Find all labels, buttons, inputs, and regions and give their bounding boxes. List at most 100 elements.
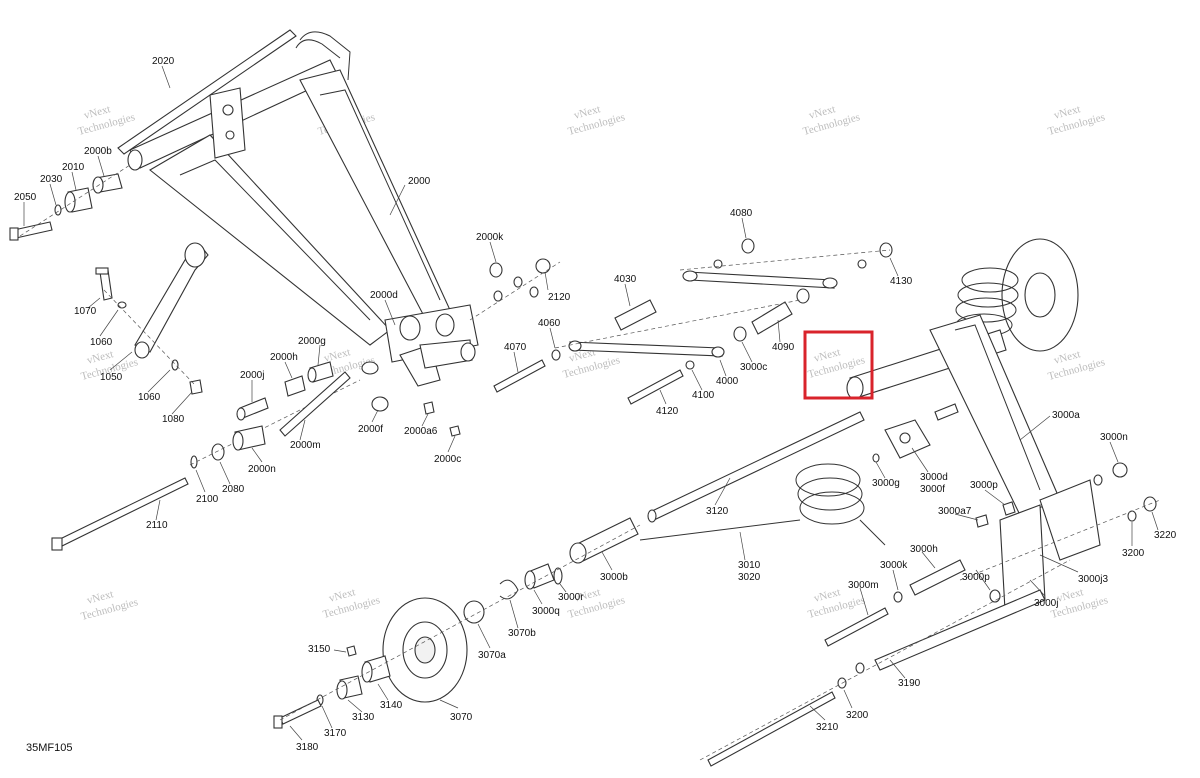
label-3070a: 3070a <box>478 650 506 661</box>
label-4120: 4120 <box>656 406 679 417</box>
label-3180: 3180 <box>296 742 319 753</box>
leader <box>333 649 347 653</box>
leader <box>892 569 899 591</box>
label-1060: 1060 <box>90 337 113 348</box>
label-2000b: 2000b <box>84 146 112 157</box>
label-2000f: 2000f <box>358 424 383 435</box>
leader <box>389 184 406 216</box>
leader <box>624 283 631 307</box>
lower-right-hardware <box>699 559 1071 767</box>
leader <box>299 419 306 441</box>
leader <box>544 271 549 291</box>
leader <box>421 413 429 427</box>
fitting-3000p <box>989 589 1001 603</box>
label-3000f: 3000f <box>920 484 945 495</box>
label-4000: 4000 <box>716 376 739 387</box>
label-2120: 2120 <box>548 292 571 303</box>
washer-4060 <box>551 349 561 361</box>
leader <box>984 489 1006 506</box>
leader <box>777 319 781 343</box>
bolt-2050 <box>13 221 53 239</box>
arm-bracket <box>209 87 246 159</box>
leader <box>509 599 519 629</box>
axis-line <box>19 164 131 237</box>
washer <box>529 286 539 298</box>
label-4060: 4060 <box>538 318 561 329</box>
spacer-end <box>361 661 373 683</box>
lower-link-bushing <box>460 342 476 362</box>
leader <box>477 623 491 649</box>
bolt-head <box>95 267 109 275</box>
label-2000n: 2000n <box>248 464 276 475</box>
axis-line <box>679 249 891 271</box>
label-2000d: 2000d <box>370 290 398 301</box>
bushing-2000h <box>284 375 306 397</box>
label-3140: 3140 <box>380 700 403 711</box>
watermark: vNext Technologies <box>77 103 137 138</box>
watermark: vNext Technologies <box>80 588 140 623</box>
rod-group-4000 <box>493 238 893 405</box>
leader <box>1109 441 1119 463</box>
spacer-end <box>336 680 348 700</box>
leader <box>533 589 543 605</box>
leader <box>1151 511 1159 531</box>
label-2000j: 2000j <box>240 370 264 381</box>
leader <box>97 155 105 177</box>
leader <box>719 359 727 377</box>
label-3010: 3010 <box>738 560 761 571</box>
leader <box>251 447 263 463</box>
axis-line <box>189 379 361 466</box>
spring-arm <box>639 519 801 541</box>
leader <box>513 351 519 373</box>
leader <box>659 389 667 405</box>
leader-lines <box>23 65 1159 741</box>
axis-line <box>469 261 561 321</box>
label-4090: 4090 <box>772 342 795 353</box>
spring-coil <box>797 477 863 511</box>
front-arm-assembly <box>117 29 479 387</box>
leader <box>714 477 731 506</box>
bushing-end <box>92 176 104 194</box>
leader <box>347 699 363 713</box>
washer-3000k <box>893 591 903 603</box>
link-1050 <box>134 244 209 353</box>
lower-link-bushing <box>361 361 379 375</box>
bolt-3180 <box>279 699 322 725</box>
bolt-3210 <box>707 691 836 767</box>
leader <box>601 551 613 571</box>
bolt-4070 <box>493 359 546 393</box>
bushing-3000h <box>909 559 966 596</box>
label-3000d: 3000d <box>920 472 948 483</box>
washer <box>513 276 523 288</box>
watermark: vNext Technologies <box>1047 348 1107 383</box>
label-1080: 1080 <box>162 414 185 425</box>
bolt-head <box>9 227 19 241</box>
leader <box>377 683 389 701</box>
leader <box>155 499 161 521</box>
axis-line <box>699 559 1071 761</box>
diagram-code: 35MF105 <box>26 742 73 754</box>
label-1060: 1060 <box>138 392 161 403</box>
nut-4130 <box>879 242 893 258</box>
bushing-4030 <box>614 299 657 331</box>
spring-coil <box>795 463 861 497</box>
rod-2020 <box>117 29 297 155</box>
nut-2000k <box>489 262 503 278</box>
label-3070b: 3070b <box>508 628 536 639</box>
shaft-2000m <box>279 371 351 437</box>
washer <box>855 662 865 674</box>
leader <box>1019 415 1051 441</box>
label-2000h: 2000h <box>270 352 298 363</box>
highlight-box <box>803 330 874 400</box>
washer <box>1093 474 1103 486</box>
leader <box>859 587 869 616</box>
label-3020: 3020 <box>738 572 761 583</box>
shaft-end <box>647 509 657 523</box>
washer-1060 <box>117 301 127 309</box>
shaft-3120 <box>649 411 865 521</box>
bracket-hole <box>222 104 234 116</box>
leader <box>195 469 206 493</box>
label-3000b: 3000b <box>600 572 628 583</box>
pin-end <box>236 407 246 421</box>
part-labels: 2020 2000b 2010 2030 2050 2000 2000k 212… <box>14 56 1177 753</box>
